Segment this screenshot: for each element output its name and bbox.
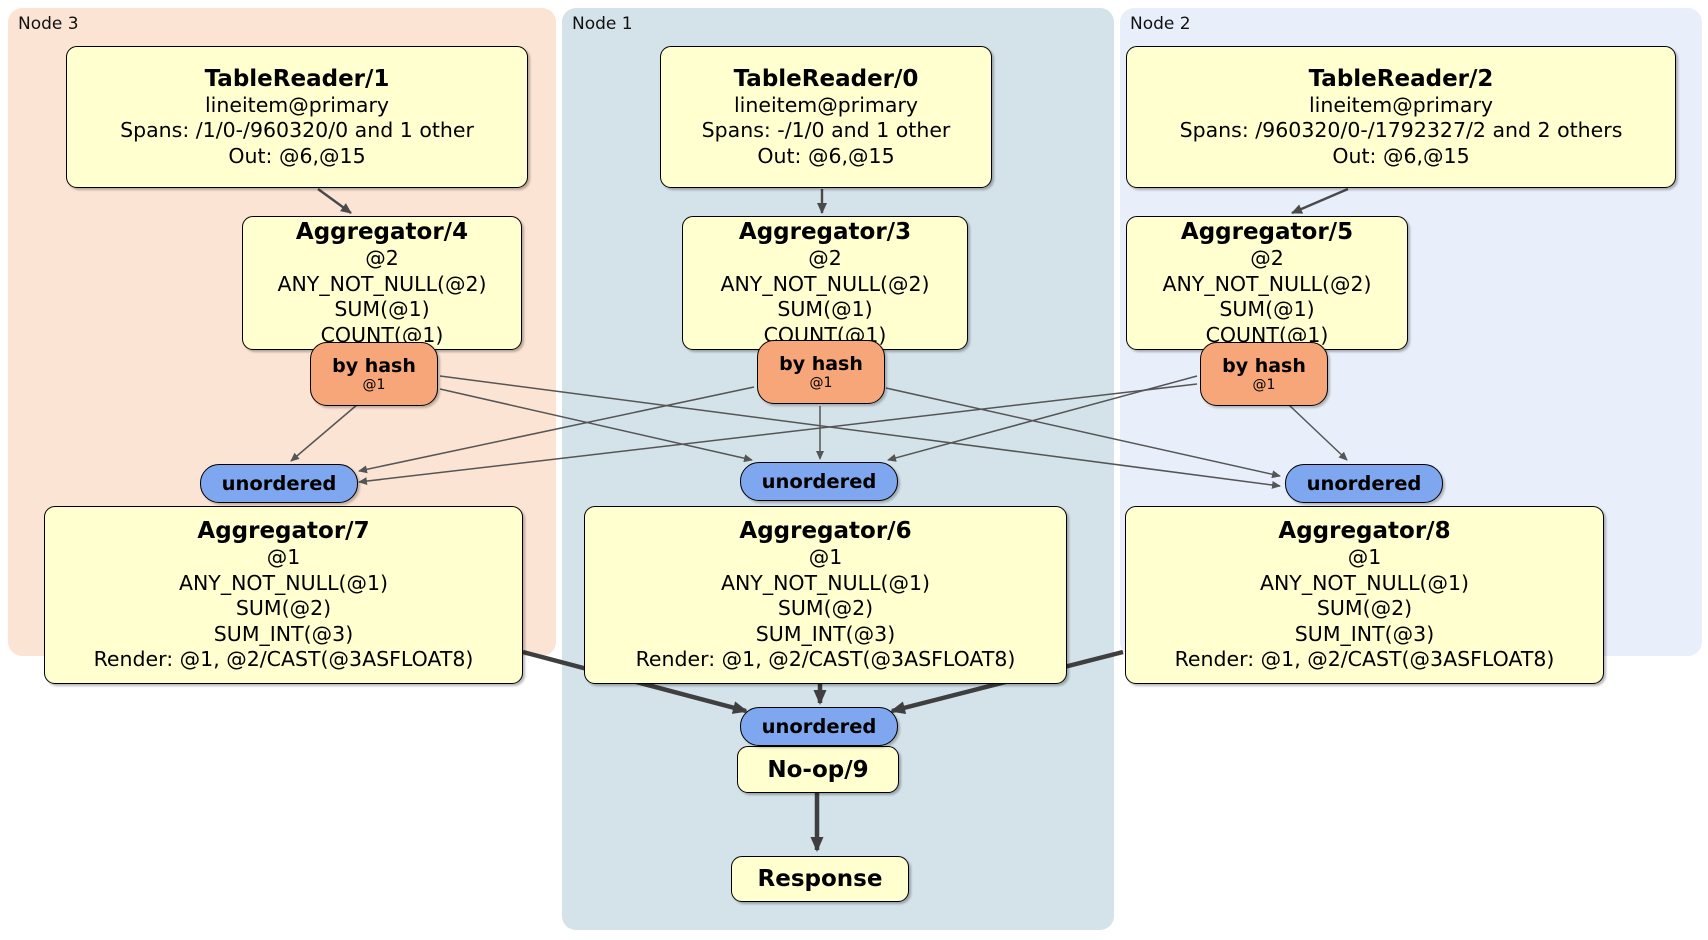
- edge-routerL-syncC: [439, 388, 753, 463]
- router-label: by hash: [779, 353, 863, 375]
- processor-aggregator-3: Aggregator/3 @2 ANY_NOT_NULL(@2) SUM(@1)…: [682, 216, 968, 350]
- router-detail: @1: [362, 377, 386, 393]
- edge-tr2-agg5: [1291, 187, 1349, 215]
- processor-tablereader-2: TableReader/2 lineitem@primary Spans: /9…: [1126, 46, 1676, 188]
- processor-detail-line: Out: @6,@15: [757, 143, 895, 168]
- tablereader-edges: [317, 187, 1349, 215]
- processor-detail-line: lineitem@primary: [204, 92, 390, 117]
- processor-detail-line: @2: [808, 246, 842, 270]
- processor-title: TableReader/0: [733, 65, 919, 92]
- router-by-hash-center: by hash @1: [757, 340, 885, 404]
- processor-noop-9: No-op/9: [737, 746, 899, 793]
- processor-detail-line: SUM_INT(@3): [1294, 621, 1435, 646]
- processor-detail-line: SUM(@2): [235, 596, 332, 621]
- sync-label: unordered: [1306, 472, 1422, 495]
- processor-title: Aggregator/7: [197, 518, 370, 545]
- processor-detail-line: Out: @6,@15: [228, 143, 366, 168]
- processor-detail-line: Spans: -/1/0 and 1 other: [701, 118, 951, 143]
- processor-detail-line: Spans: /1/0-/960320/0 and 1 other: [120, 118, 474, 143]
- sync-unordered-left: unordered: [200, 464, 358, 503]
- sync-unordered-center: unordered: [740, 462, 898, 501]
- router-by-hash-right: by hash @1: [1200, 342, 1328, 406]
- processor-detail-line: ANY_NOT_NULL(@1): [720, 570, 931, 595]
- processor-title: Aggregator/5: [1180, 219, 1354, 245]
- processor-detail-line: @1: [808, 545, 843, 570]
- sync-unordered-right: unordered: [1285, 464, 1443, 503]
- node2-label: Node 2: [1130, 14, 1191, 34]
- router-by-hash-left: by hash @1: [310, 342, 438, 406]
- processor-detail-line: SUM(@1): [1219, 297, 1315, 321]
- node1-label: Node 1: [572, 14, 633, 34]
- processor-detail-line: ANY_NOT_NULL(@2): [277, 271, 487, 296]
- processor-detail-line: SUM(@2): [1316, 596, 1413, 621]
- processor-title: Response: [757, 866, 883, 892]
- processor-title: Aggregator/3: [738, 219, 912, 245]
- processor-detail-line: Out: @6,@15: [1332, 143, 1470, 168]
- processor-title: Aggregator/8: [1278, 518, 1451, 545]
- processor-detail-line: @1: [1347, 545, 1382, 570]
- processor-title: No-op/9: [767, 756, 869, 783]
- processor-aggregator-4: Aggregator/4 @2 ANY_NOT_NULL(@2) SUM(@1)…: [242, 216, 522, 350]
- processor-detail-line: ANY_NOT_NULL(@1): [178, 570, 389, 595]
- processor-response: Response: [731, 856, 909, 902]
- processor-title: TableReader/2: [1308, 65, 1494, 92]
- processor-detail-line: SUM(@1): [334, 297, 430, 321]
- processor-detail-line: lineitem@primary: [733, 92, 919, 117]
- processor-detail-line: SUM_INT(@3): [755, 621, 896, 646]
- edge-routerC-syncR: [885, 387, 1281, 479]
- edge-routerL-syncR: [439, 375, 1281, 489]
- edge-routerR-syncL: [358, 383, 1198, 486]
- edge-routerR-syncC: [887, 375, 1198, 462]
- router-detail: @1: [809, 375, 833, 391]
- router-sync-edges: [290, 375, 1348, 489]
- processor-title: TableReader/1: [204, 65, 390, 92]
- processor-detail-line: Render: @1, @2/CAST(@3ASFLOAT8): [635, 647, 1016, 672]
- processor-detail-line: ANY_NOT_NULL(@2): [720, 271, 930, 296]
- edge-routerR-syncR: [1288, 404, 1348, 461]
- router-label: by hash: [1222, 355, 1306, 377]
- processor-aggregator-7: Aggregator/7 @1 ANY_NOT_NULL(@1) SUM(@2)…: [44, 506, 523, 684]
- processor-detail-line: ANY_NOT_NULL(@1): [1259, 570, 1470, 595]
- processor-title: Aggregator/4: [295, 219, 469, 245]
- processor-aggregator-6: Aggregator/6 @1 ANY_NOT_NULL(@1) SUM(@2)…: [584, 506, 1067, 684]
- processor-aggregator-8: Aggregator/8 @1 ANY_NOT_NULL(@1) SUM(@2)…: [1125, 506, 1604, 684]
- sync-label: unordered: [761, 470, 877, 493]
- processor-title: Aggregator/6: [739, 518, 912, 545]
- node3-label: Node 3: [18, 14, 79, 34]
- processor-detail-line: @1: [266, 545, 301, 570]
- edge-routerC-syncL: [358, 386, 755, 474]
- edge-routerL-syncL: [290, 403, 359, 462]
- processor-tablereader-1: TableReader/1 lineitem@primary Spans: /1…: [66, 46, 528, 188]
- sync-unordered-final: unordered: [740, 707, 898, 746]
- router-label: by hash: [332, 355, 416, 377]
- edge-tr1-agg4: [317, 188, 352, 214]
- processor-detail-line: SUM(@1): [777, 297, 873, 321]
- sync-label: unordered: [221, 472, 337, 495]
- router-detail: @1: [1252, 377, 1276, 393]
- processor-detail-line: Render: @1, @2/CAST(@3ASFLOAT8): [1174, 647, 1555, 672]
- processor-detail-line: SUM_INT(@3): [213, 621, 354, 646]
- processor-detail-line: Render: @1, @2/CAST(@3ASFLOAT8): [93, 647, 474, 672]
- processor-detail-line: @2: [1250, 246, 1284, 270]
- processor-tablereader-0: TableReader/0 lineitem@primary Spans: -/…: [660, 46, 992, 188]
- processor-detail-line: @2: [365, 246, 399, 270]
- processor-detail-line: lineitem@primary: [1308, 92, 1494, 117]
- processor-aggregator-5: Aggregator/5 @2 ANY_NOT_NULL(@2) SUM(@1)…: [1126, 216, 1408, 350]
- processor-detail-line: Spans: /960320/0-/1792327/2 and 2 others: [1179, 118, 1623, 143]
- sync-label: unordered: [761, 715, 877, 738]
- processor-detail-line: ANY_NOT_NULL(@2): [1162, 271, 1372, 296]
- processor-detail-line: SUM(@2): [777, 596, 874, 621]
